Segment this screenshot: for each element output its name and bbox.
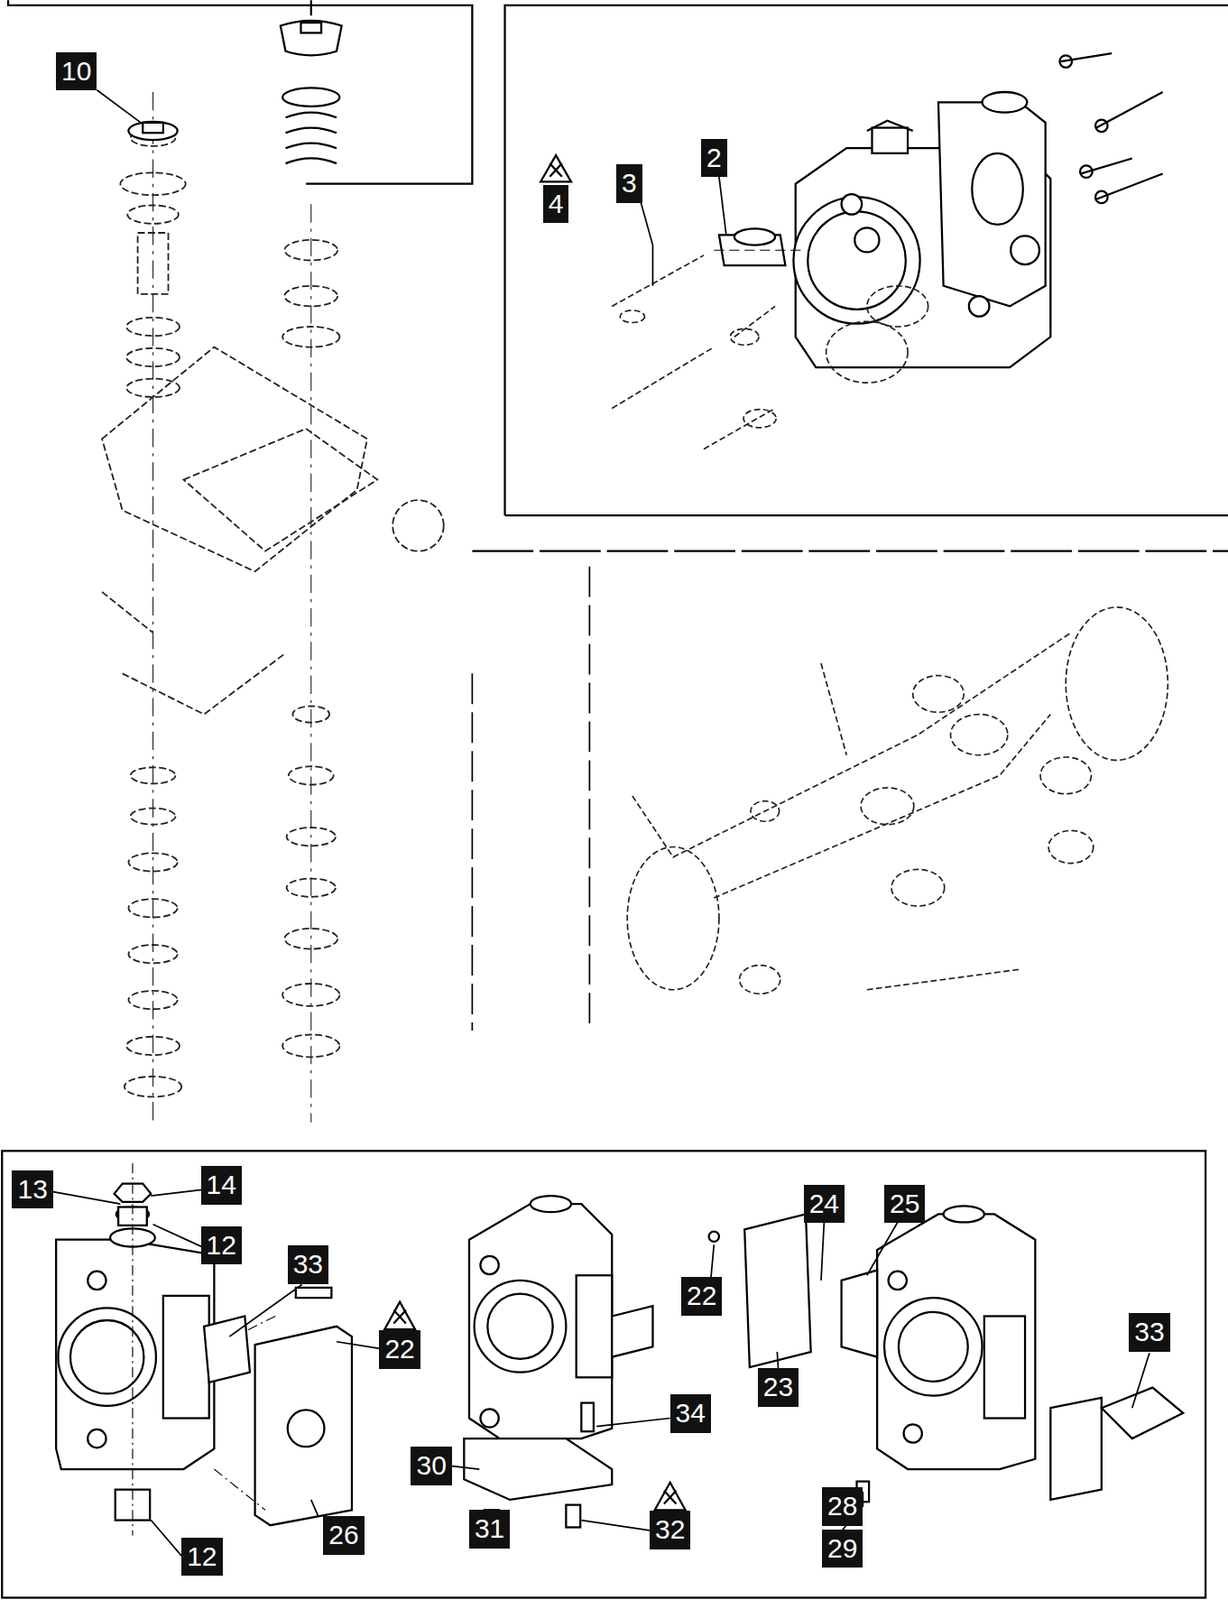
callout-number: 12 [181,1537,222,1577]
warning-symbol [384,155,685,1510]
callout-number: 13 [11,1170,53,1210]
callout-number: 28 [821,1486,863,1526]
callout-number: 4 [543,184,570,224]
callout-number: 24 [803,1184,845,1224]
callout-number: 34 [670,1394,711,1433]
seal-stack [101,92,444,1123]
valve-assembly [627,607,1168,994]
axis-lines [132,1163,276,1536]
callout-number: 25 [884,1184,925,1224]
callout-number: 30 [410,1446,452,1486]
callout-number: 31 [469,1509,510,1549]
callout-number: 12 [201,1226,242,1265]
pump-housing [719,92,1051,368]
housing-middle [463,1195,653,1533]
callout-number: 23 [757,1367,799,1407]
callout-number: 29 [821,1529,863,1569]
callout-number: 33 [287,1245,329,1284]
callout-number: 22 [378,1329,420,1369]
callout-number: 22 [681,1276,722,1316]
callout-number: 10 [55,52,97,92]
mid-lines [471,566,590,1031]
housing-right [709,1205,1184,1502]
callout-number: 32 [649,1510,691,1550]
bolts [713,53,1163,250]
callout-number: 2 [701,138,728,178]
callout-number: 26 [323,1515,364,1555]
callout-number: 14 [201,1165,242,1205]
callout-number: 33 [1128,1312,1170,1352]
callout-number: 3 [616,164,643,204]
seal-parts [611,255,928,450]
cap-and-spring [128,0,342,164]
leader-lines [53,90,1150,1556]
housing-left [55,1183,352,1526]
